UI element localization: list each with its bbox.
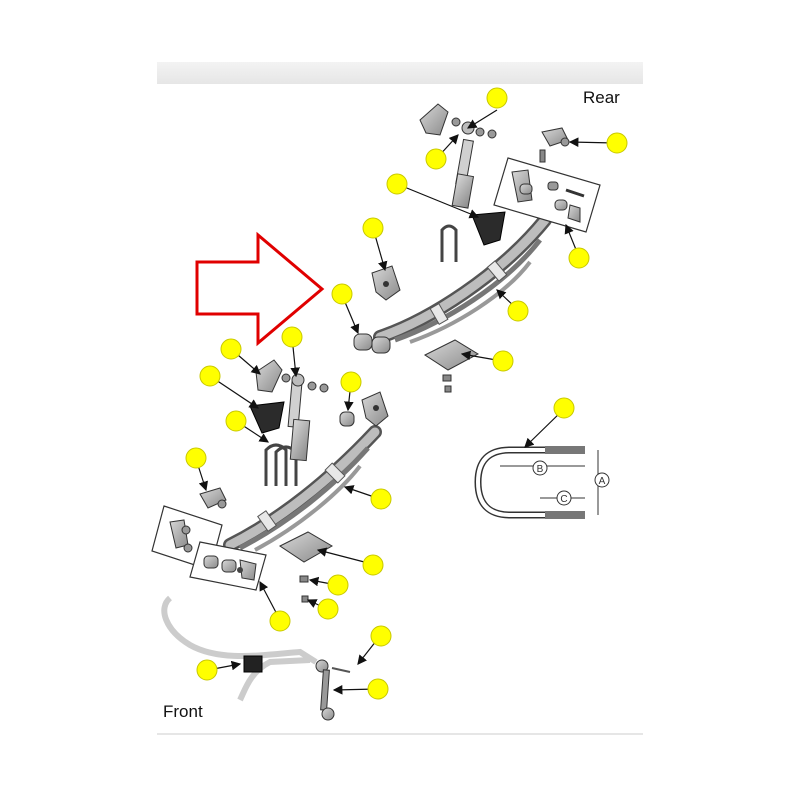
rear-label: Rear bbox=[583, 88, 620, 107]
rear-shackle-box bbox=[493, 157, 601, 233]
callout-dot[interactable] bbox=[225, 410, 247, 432]
callout-dot[interactable] bbox=[362, 554, 384, 576]
rear-spring-plate bbox=[423, 339, 480, 393]
callouts bbox=[185, 87, 628, 700]
callout-dot[interactable] bbox=[367, 678, 389, 700]
callout-dot[interactable] bbox=[425, 148, 447, 170]
u-bolt-dimension-detail: B C A bbox=[474, 446, 610, 519]
sway-bar bbox=[161, 595, 318, 702]
callout-dot[interactable] bbox=[196, 659, 218, 681]
rear-shock-mount bbox=[419, 103, 497, 139]
front-shock-absorber bbox=[287, 373, 311, 462]
callout-dot[interactable] bbox=[185, 447, 207, 469]
callout-dot[interactable] bbox=[317, 598, 339, 620]
front-label: Front bbox=[163, 702, 203, 721]
callout-dot[interactable] bbox=[331, 283, 353, 305]
front-small-bracket bbox=[199, 487, 227, 509]
big-arrow-icon bbox=[195, 231, 325, 347]
callout-dot[interactable] bbox=[370, 625, 392, 647]
dimension-a-label: A bbox=[599, 476, 606, 487]
front-shock-mount bbox=[255, 359, 329, 393]
callout-dot[interactable] bbox=[269, 610, 291, 632]
callout-dot[interactable] bbox=[327, 574, 349, 596]
callout-dot[interactable] bbox=[281, 326, 303, 348]
front-leaf-spring bbox=[223, 425, 382, 552]
callout-dot[interactable] bbox=[362, 217, 384, 239]
dimension-c-label: C bbox=[560, 494, 567, 505]
rear-hanger-bracket bbox=[371, 265, 401, 301]
callout-dot[interactable] bbox=[486, 87, 508, 109]
rear-u-bolt bbox=[440, 224, 458, 262]
header-band bbox=[157, 62, 643, 84]
rear-small-bracket bbox=[539, 127, 570, 163]
front-hanger-bracket bbox=[361, 391, 389, 427]
callout-dot[interactable] bbox=[492, 350, 514, 372]
front-spring-bushing bbox=[339, 411, 355, 427]
sway-bar-link bbox=[315, 659, 351, 721]
rear-shock-absorber bbox=[451, 121, 475, 209]
front-bump-stop bbox=[249, 401, 285, 434]
leader-lines bbox=[195, 109, 616, 695]
callout-dot[interactable] bbox=[568, 247, 590, 269]
callout-dot[interactable] bbox=[370, 488, 392, 510]
callout-dot[interactable] bbox=[553, 397, 575, 419]
rear-spring-bushing bbox=[353, 333, 391, 354]
callout-dot[interactable] bbox=[199, 365, 221, 387]
callout-dot[interactable] bbox=[386, 173, 408, 195]
callout-dot[interactable] bbox=[340, 371, 362, 393]
callout-dot[interactable] bbox=[220, 338, 242, 360]
footer-line bbox=[157, 733, 643, 735]
dimension-b-label: B bbox=[537, 464, 544, 475]
rear-leaf-spring bbox=[373, 213, 552, 344]
callout-dot[interactable] bbox=[507, 300, 529, 322]
rear-bump-stop bbox=[471, 211, 506, 246]
front-shackle-box-right bbox=[189, 541, 267, 591]
front-spring-plate bbox=[279, 531, 333, 603]
callout-dot[interactable] bbox=[606, 132, 628, 154]
